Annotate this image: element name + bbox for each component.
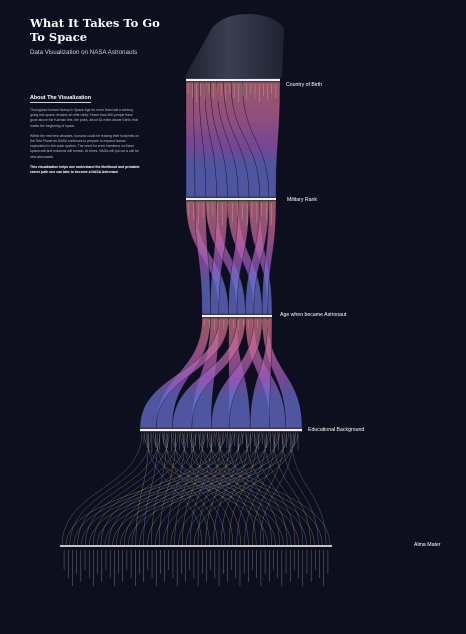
fan-link	[135, 431, 150, 547]
flow-bundle	[139, 81, 303, 429]
alma-mater-fan	[61, 431, 331, 547]
fan-link	[69, 431, 152, 547]
stage-label-alma-mater: Alma Mater	[414, 542, 441, 548]
fan-link	[207, 431, 323, 547]
fan-link	[139, 431, 233, 547]
stage-node-bar	[186, 78, 280, 82]
fan-link	[155, 431, 210, 547]
fan-link	[85, 431, 170, 547]
fan-link	[272, 431, 311, 547]
fan-link	[65, 431, 226, 547]
fan-link	[259, 431, 294, 547]
fan-link	[193, 431, 296, 547]
fan-link	[108, 431, 197, 547]
fan-link	[220, 431, 249, 547]
fan-link	[245, 431, 288, 547]
page-title: What It Takes To Go To Space	[30, 16, 160, 44]
fan-link	[263, 431, 304, 547]
stage-nodes	[60, 78, 332, 586]
stage-node-bar	[202, 314, 272, 318]
fan-link	[186, 431, 287, 547]
fan-link	[252, 431, 285, 547]
flow-ribbon	[245, 200, 269, 315]
fan-link	[189, 431, 307, 547]
fan-link	[191, 431, 241, 547]
fan-link	[178, 431, 278, 547]
fan-link	[100, 431, 188, 547]
fan-link	[213, 431, 240, 547]
fan-link	[170, 431, 269, 547]
stage-node-bar	[186, 197, 276, 201]
fan-link	[162, 431, 260, 547]
flow-ribbon	[210, 200, 228, 315]
fan-link	[216, 431, 331, 547]
fan-link	[131, 431, 224, 547]
fan-link	[244, 431, 276, 547]
flow-ribbon	[249, 317, 273, 429]
fan-link	[197, 431, 222, 547]
fan-link	[61, 431, 143, 547]
fan-link	[209, 431, 257, 547]
flow-ribbon	[139, 317, 229, 429]
flow-ribbon	[172, 317, 246, 429]
fan-link	[73, 431, 235, 547]
flow-ribbon	[262, 200, 277, 315]
capsule-nose	[184, 14, 284, 78]
fan-link	[77, 431, 161, 547]
stage-label-age: Age when became Astronaut	[280, 312, 347, 318]
fan-link	[218, 431, 265, 547]
fan-link	[92, 431, 179, 547]
fan-link	[281, 431, 319, 547]
flow-ribbon	[228, 200, 250, 315]
stage-node-bar	[140, 428, 302, 432]
about-closing: This visualization helps one understand …	[30, 164, 140, 175]
page-subtitle: Data Visualization on NASA Astronauts	[30, 49, 138, 56]
flow-ribbon	[242, 81, 281, 198]
fan-link	[96, 431, 262, 547]
about-paragraph-2: Within the next few decades, humans coul…	[30, 133, 139, 159]
fan-link	[290, 431, 327, 547]
flow-ribbon	[211, 317, 263, 429]
stage-label-educational-background: Educational Background	[308, 427, 364, 433]
fan-link	[123, 431, 215, 547]
fan-link	[171, 431, 292, 547]
fan-link	[147, 431, 242, 547]
fan-link	[116, 431, 206, 547]
about-paragraph-1: Throughout human history in Space Age fo…	[30, 108, 139, 128]
stage-label-military-rank: Military Rank	[287, 197, 317, 203]
about-panel: About The Visualization Throughout human…	[30, 86, 140, 180]
stage-node-bar	[60, 545, 332, 547]
fan-link	[154, 431, 251, 547]
fan-link	[162, 431, 284, 547]
fan-link	[227, 431, 272, 547]
fan-link	[236, 431, 280, 547]
fan-link	[198, 431, 315, 547]
fan-link	[254, 431, 296, 547]
stage-label-country-of-birth: Country of Birth	[286, 82, 322, 88]
about-heading: About The Visualization	[30, 95, 91, 103]
fan-link	[180, 431, 300, 547]
fan-link	[153, 431, 276, 547]
fan-link	[144, 431, 269, 547]
